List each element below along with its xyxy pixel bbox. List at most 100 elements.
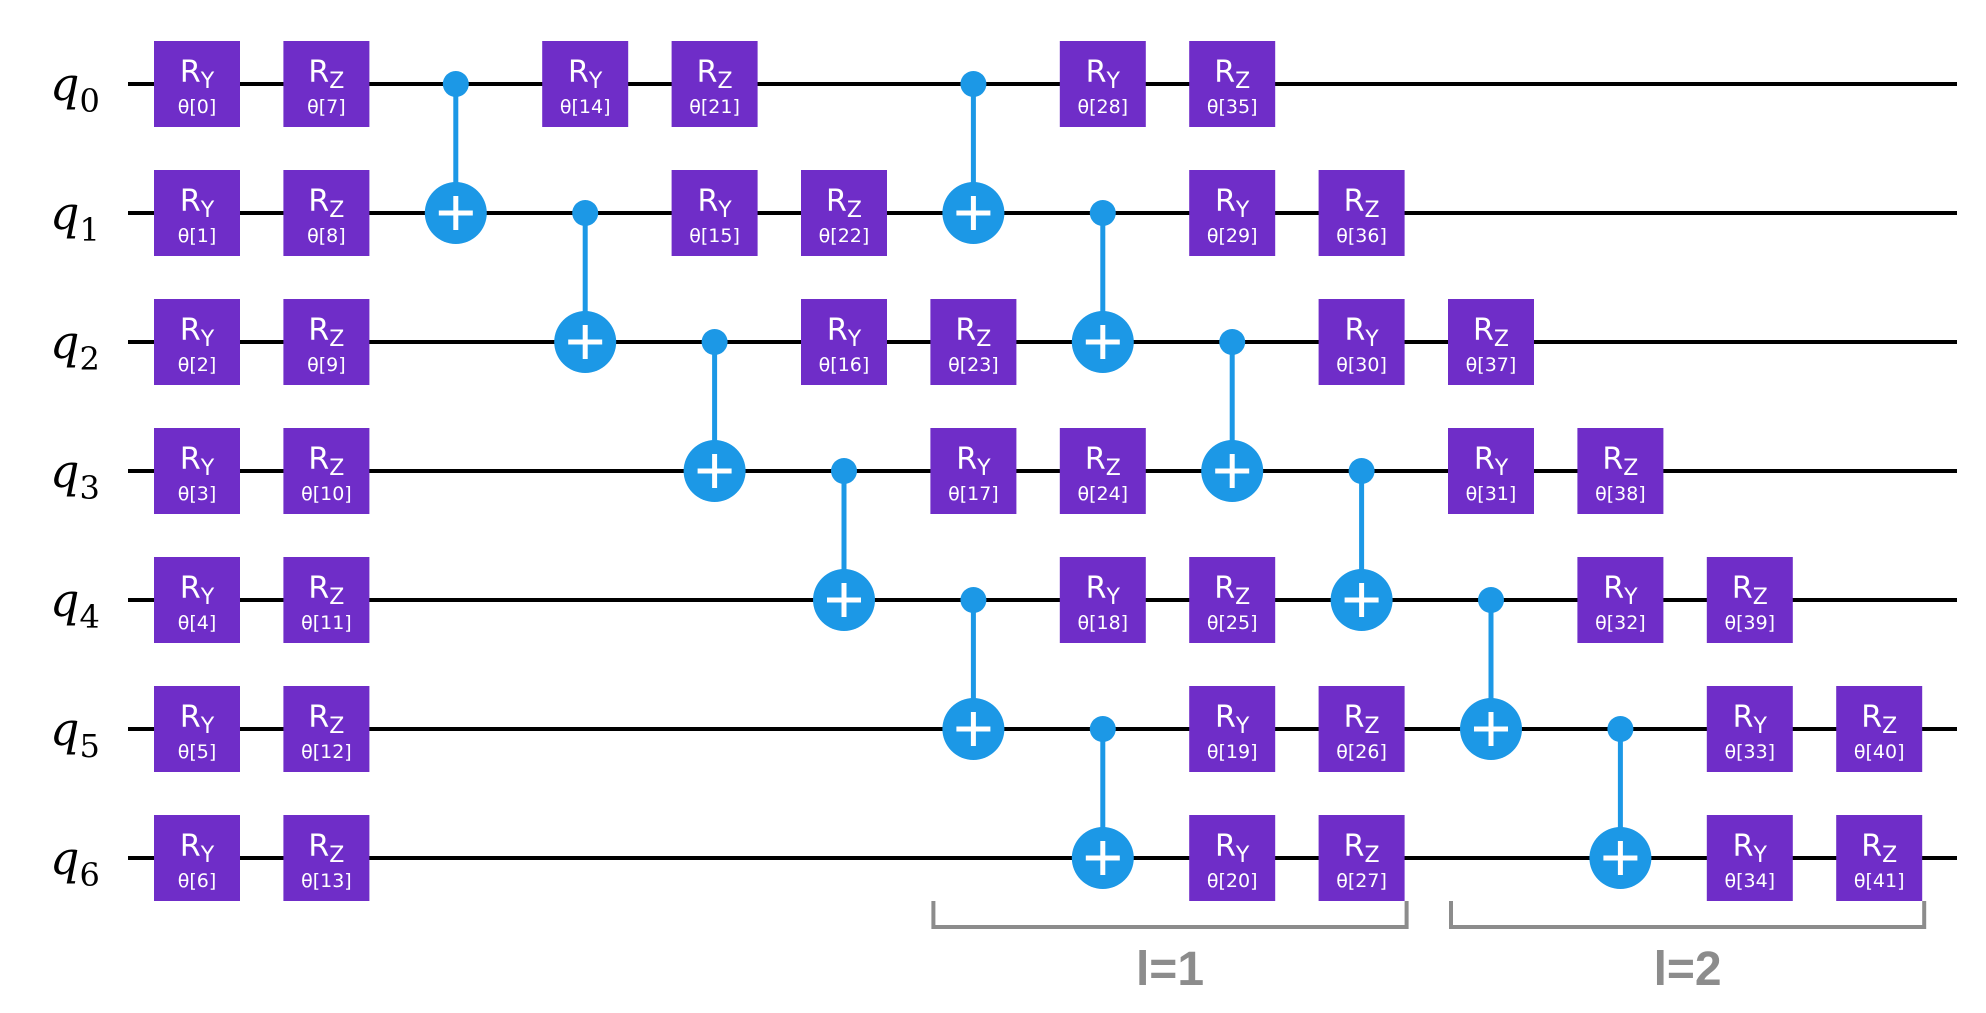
gate-parameter: θ[10]	[301, 483, 352, 505]
gate-name: RY	[827, 313, 862, 352]
gate-box	[283, 170, 370, 256]
cnot-target-icon	[1589, 827, 1652, 889]
cnot-control-dot	[442, 71, 469, 97]
gate-name-r: R	[180, 571, 201, 606]
cnot-target-icon	[1201, 440, 1264, 502]
cnot-target-icon	[1071, 311, 1134, 373]
gate-name: RY	[180, 571, 215, 610]
gate-parameter: θ[31]	[1466, 483, 1517, 505]
qubit-index: 0	[79, 82, 99, 120]
gate-parameter: θ[33]	[1724, 741, 1775, 763]
gate-box	[1059, 41, 1146, 127]
cnot-control-dot	[831, 458, 857, 484]
gate-name: RY	[1215, 184, 1250, 223]
gate-box	[154, 299, 240, 385]
gate-parameter: θ[34]	[1724, 870, 1775, 892]
rotation-gate-rz: RZθ[26]	[1318, 686, 1405, 772]
rotation-gate-ry: RYθ[1]	[154, 170, 240, 256]
gate-axis: Z	[717, 69, 732, 94]
qubit-name: q	[50, 702, 79, 756]
gate-box	[1706, 557, 1793, 643]
rotation-gate-ry: RYθ[5]	[154, 686, 240, 772]
gate-name-r: R	[308, 313, 329, 348]
wires-layer	[128, 82, 1957, 860]
qubit-label: q4	[50, 573, 100, 636]
gate-name: RZ	[1344, 184, 1380, 223]
gate-parameter: θ[36]	[1336, 225, 1387, 247]
gate-name: RZ	[1861, 700, 1897, 739]
gate-name: RZ	[1732, 571, 1768, 610]
gate-parameter: θ[13]	[301, 870, 352, 892]
gate-axis: Z	[1364, 843, 1379, 868]
brace-bracket	[931, 901, 1409, 929]
gate-name-r: R	[1861, 700, 1882, 735]
rotation-gate-ry: RYθ[19]	[1189, 686, 1276, 772]
gate-parameter: θ[5]	[178, 741, 217, 763]
gate-axis: Y	[200, 456, 215, 481]
gate-box	[154, 815, 240, 901]
gate-axis: Y	[717, 198, 732, 223]
gate-name-r: R	[1602, 442, 1623, 477]
gate-box	[1189, 815, 1276, 901]
gate-parameter: θ[11]	[301, 612, 352, 634]
cnot-gate	[424, 71, 487, 244]
gate-parameter: θ[38]	[1595, 483, 1646, 505]
gate-name-r: R	[180, 55, 201, 90]
gate-name: RZ	[308, 442, 344, 481]
rotation-gate-ry: RYθ[15]	[671, 170, 758, 256]
gate-name: RZ	[308, 313, 344, 352]
rotation-gate-rz: RZθ[13]	[283, 815, 370, 901]
gate-name: RY	[697, 184, 732, 223]
gate-parameter: θ[22]	[819, 225, 870, 247]
rotation-gate-rz: RZθ[35]	[1189, 41, 1276, 127]
qubit-index: 4	[79, 598, 99, 636]
braces-layer: l=1 l=2	[931, 901, 1927, 996]
rotation-gate-ry: RYθ[20]	[1189, 815, 1276, 901]
gate-axis: Z	[329, 456, 344, 481]
gate-axis: Z	[1364, 198, 1379, 223]
gate-box	[283, 299, 370, 385]
rotation-gate-ry: RYθ[2]	[154, 299, 240, 385]
gate-box	[1577, 557, 1664, 643]
gate-name-r: R	[697, 184, 718, 219]
qubit-label: q2	[50, 315, 100, 378]
rotation-gate-ry: RYθ[31]	[1448, 428, 1534, 514]
gate-box	[1318, 170, 1405, 256]
gate-box	[1577, 428, 1664, 514]
layer-label: l=2	[1654, 943, 1722, 996]
gate-box	[1318, 815, 1405, 901]
gate-name: RZ	[1214, 571, 1250, 610]
gate-axis: Z	[1364, 714, 1379, 739]
gate-name-r: R	[955, 313, 976, 348]
rotation-gate-ry: RYθ[4]	[154, 557, 240, 643]
gate-name: RZ	[308, 829, 344, 868]
cnot-target-icon	[942, 182, 1005, 244]
gate-name-r: R	[1473, 313, 1494, 348]
cnot-gate	[1589, 716, 1652, 889]
rotation-gate-rz: RZθ[37]	[1448, 299, 1534, 385]
gate-axis: Y	[200, 585, 215, 610]
rotation-gate-rz: RZθ[27]	[1318, 815, 1405, 901]
qubit-label: q5	[50, 702, 100, 765]
gate-name-r: R	[827, 313, 848, 348]
gate-axis: Z	[847, 198, 862, 223]
gate-axis: Z	[1882, 714, 1897, 739]
gate-parameter: θ[4]	[178, 612, 217, 634]
rotation-gate-rz: RZθ[7]	[283, 41, 370, 127]
qubit-name: q	[50, 315, 79, 369]
gate-name-r: R	[308, 184, 329, 219]
layer-brace: l=1	[931, 901, 1409, 996]
gate-name: RY	[180, 313, 215, 352]
gate-box	[154, 428, 240, 514]
gate-box	[1189, 41, 1276, 127]
cnot-gate	[942, 587, 1005, 760]
gate-parameter: θ[19]	[1207, 741, 1258, 763]
gate-parameter: θ[16]	[819, 354, 870, 376]
gate-name: RY	[180, 55, 215, 94]
rotation-gate-rz: RZθ[25]	[1189, 557, 1276, 643]
layer-label: l=1	[1136, 943, 1204, 996]
gate-name: RZ	[1473, 313, 1509, 352]
